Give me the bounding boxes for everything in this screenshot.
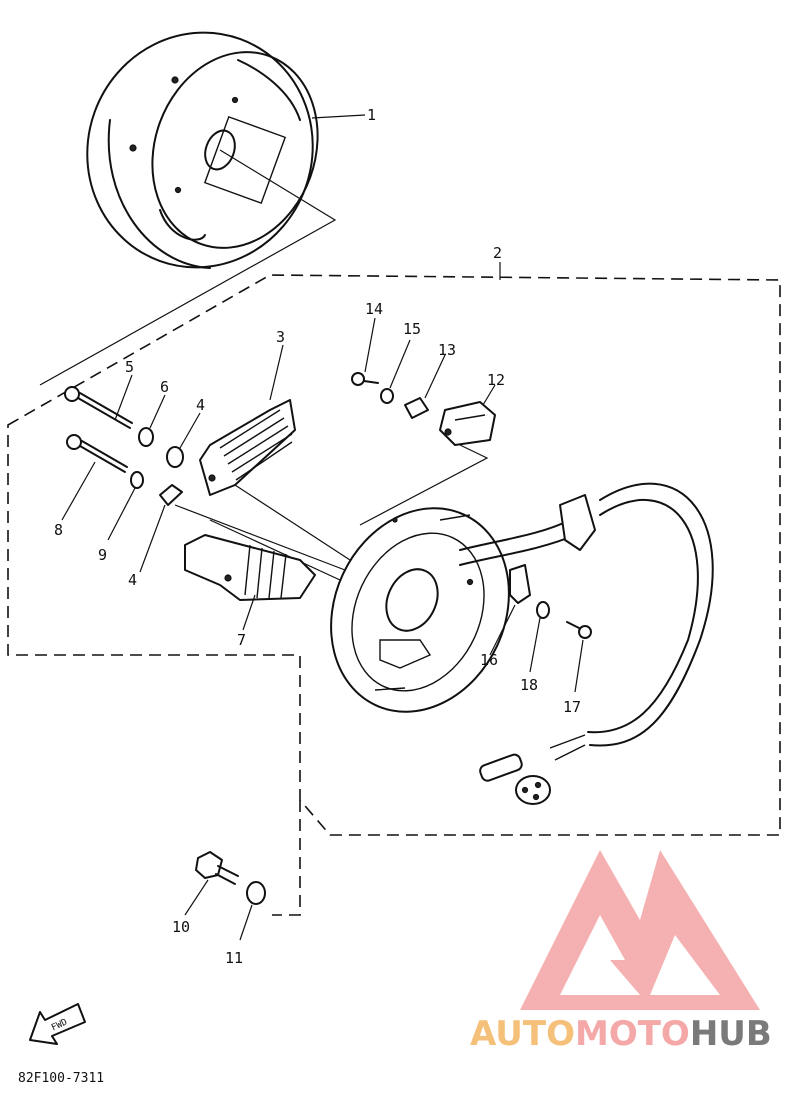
label-part-1: 1 xyxy=(367,106,376,124)
washer-4-lower xyxy=(159,484,183,506)
screw-8 xyxy=(66,434,128,473)
washer-4-upper xyxy=(166,446,184,468)
watermark-brand-hub: HUB xyxy=(690,1014,772,1054)
watermark-brand-moto: MOTO xyxy=(575,1014,690,1054)
coil-lower xyxy=(184,534,316,601)
washer-13 xyxy=(380,388,394,404)
label-part-6: 6 xyxy=(160,378,169,396)
stator-assembly-boundary xyxy=(7,274,781,836)
watermark-triangle-inner xyxy=(560,915,640,995)
screw-15 xyxy=(566,621,592,639)
label-part-15: 17 xyxy=(563,698,581,716)
label-part-5: 5 xyxy=(125,358,134,376)
label-part-8: 8 xyxy=(54,521,63,539)
stator-lower-leader xyxy=(272,800,301,916)
label-part-2: 2 xyxy=(493,244,502,262)
contact-breaker xyxy=(439,401,496,446)
coil-upper xyxy=(199,399,296,496)
screw-5 xyxy=(64,386,133,429)
label-part-9: 9 xyxy=(98,546,107,564)
label-part-16: 18 xyxy=(520,676,538,694)
bolt-17 xyxy=(195,851,239,885)
watermark-brand-auto: AUTO xyxy=(470,1014,575,1054)
wire-clamp-14 xyxy=(509,564,531,604)
label-part-4b: 4 xyxy=(128,571,137,589)
label-part-3: 3 xyxy=(276,328,285,346)
label-part-18: 11 xyxy=(225,949,243,967)
watermark-triangle-inner-right xyxy=(650,935,720,995)
svg-text:AUTOMOTOHUB: AUTOMOTOHUB xyxy=(470,1014,772,1054)
stator-base-plate xyxy=(330,507,510,713)
fwd-direction-arrow: FWD xyxy=(29,1003,86,1045)
label-part-14: 16 xyxy=(480,651,498,669)
label-part-12: 14 xyxy=(365,300,383,318)
clip-11 xyxy=(404,397,429,419)
label-part-17: 10 xyxy=(172,918,190,936)
flywheel xyxy=(86,31,319,269)
wire-harness xyxy=(459,482,714,805)
washer-6 xyxy=(138,427,154,447)
screw-12 xyxy=(351,372,379,386)
washer-9 xyxy=(130,471,144,489)
label-part-11: 13 xyxy=(438,341,456,359)
watermark-triangle-outer xyxy=(520,850,760,1010)
label-part-4a: 4 xyxy=(196,396,205,414)
drawing-code: 82F100-7311 xyxy=(18,1071,104,1086)
label-part-7: 7 xyxy=(237,631,246,649)
washer-16 xyxy=(536,601,550,619)
label-part-10: 12 xyxy=(487,371,505,389)
washer-18 xyxy=(246,881,266,905)
watermark-logo: AUTOMOTOHUB xyxy=(470,850,772,1054)
label-part-13: 15 xyxy=(403,320,421,338)
